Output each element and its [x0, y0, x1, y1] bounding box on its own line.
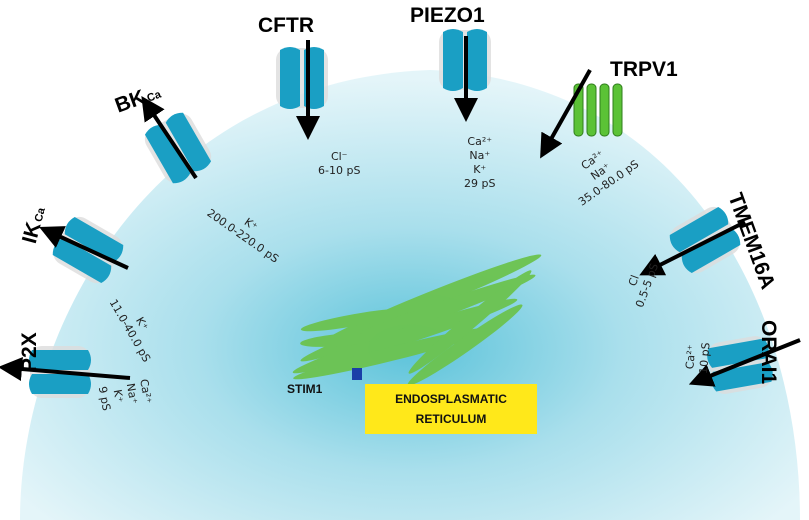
channel-info-line: 29 pS: [464, 177, 496, 190]
flux-arrow-icon: [688, 338, 801, 387]
channel-name-orai1: ORAI1: [756, 320, 780, 384]
channel-info-cftr: Cl⁻6-10 pS: [318, 150, 360, 178]
channel-info-line: 6-10 pS: [318, 164, 361, 177]
channel-name-piezo1: PIEZO1: [410, 4, 485, 28]
channel-name-text: CFTR: [258, 14, 314, 37]
channel-info-piezo1: Ca²⁺Na⁺K⁺29 pS: [464, 135, 495, 191]
er-label-line1: ENDOSPLASMATIC: [395, 392, 507, 406]
channel-info-line: Na⁺: [469, 149, 491, 162]
stim1-label: STIM1: [287, 382, 323, 396]
flux-arrow-icon: [639, 220, 746, 276]
flux-arrow-icon: [141, 96, 198, 180]
channel-info-line: Cl⁻: [330, 150, 348, 163]
channel-name-text: PIEZO1: [410, 4, 485, 27]
channel-name-trpv1: TRPV1: [610, 58, 678, 82]
flux-arrow-icon: [39, 226, 129, 270]
channel-info-orai1: Ca²⁺10 pS: [683, 341, 714, 375]
flux-arrow-icon: [0, 357, 131, 381]
channel-info-line: Ca²⁺: [467, 135, 493, 148]
er-label: ENDOSPLASMATIC RETICULUM: [365, 384, 537, 434]
trpv1-helix-icon: [573, 83, 623, 137]
ion-channel-icon: [276, 47, 328, 109]
channel-info-line: K⁺: [473, 163, 487, 176]
channel-name-text: TRPV1: [610, 58, 678, 81]
flux-arrow-icon: [540, 69, 592, 159]
channel-name-text: ORAI1: [757, 320, 780, 385]
channel-name-text: P2X: [18, 332, 41, 372]
er-label-line2: RETICULUM: [415, 412, 487, 426]
cell-body: [20, 70, 800, 520]
channel-name-cftr: CFTR: [258, 14, 314, 38]
channel-name-p2x: P2X: [18, 332, 42, 372]
stim1-marker: [352, 368, 362, 380]
channel-name-subscript: Ca: [32, 206, 48, 224]
endoplasmic-reticulum: [292, 254, 542, 386]
channel-info-line: 10 pS: [696, 341, 713, 375]
